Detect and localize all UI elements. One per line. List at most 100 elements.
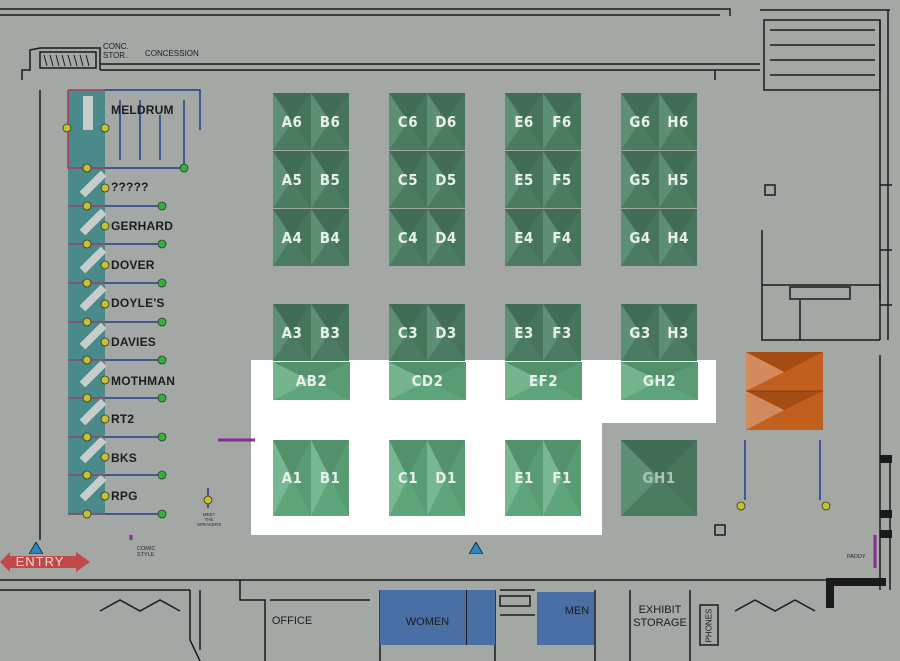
booth-shape-b5	[311, 151, 349, 208]
booth-b3[interactable]: B3	[311, 304, 349, 361]
booth-a6[interactable]: A6	[273, 93, 311, 150]
booth-shape-ab2	[273, 362, 350, 400]
booth-ab2[interactable]: AB2	[273, 362, 350, 400]
vendor-label-davies[interactable]: DAVIES	[111, 335, 156, 349]
booth-label-c6: C6	[397, 112, 419, 131]
booth-c4[interactable]: C4	[389, 209, 427, 266]
booth-b6[interactable]: B6	[311, 93, 349, 150]
booth-a1[interactable]: A1	[273, 440, 311, 516]
booth-c6[interactable]: C6	[389, 93, 427, 150]
booth-shape-gh1	[621, 440, 697, 516]
booth-label-g5: G5	[629, 170, 651, 189]
booth-label-e3: E3	[514, 323, 534, 342]
booth-shape-gh2	[621, 362, 698, 400]
office-label: OFFICE	[271, 615, 313, 627]
booth-label-gh1: GH1	[642, 469, 676, 487]
vendor-label-bks[interactable]: BKS	[111, 451, 137, 465]
booth-label-e5: E5	[514, 170, 534, 189]
booth-label-cd2: CD2	[411, 372, 444, 390]
booth-label-c4: C4	[397, 228, 419, 247]
booth-shape-d4	[427, 209, 465, 266]
phones-label: PHONES	[704, 608, 714, 643]
booth-shape-e4	[505, 209, 543, 266]
booth-shape-d1	[427, 440, 465, 516]
booth-e6[interactable]: E6	[505, 93, 543, 150]
booth-label-ef2: EF2	[528, 372, 559, 390]
booth-shape-c5	[389, 151, 427, 208]
booth-label-f4: F4	[552, 228, 572, 247]
booth-f5[interactable]: F5	[543, 151, 581, 208]
booth-shape-a4	[273, 209, 311, 266]
booth-shape-h4	[659, 209, 697, 266]
booth-e3[interactable]: E3	[505, 304, 543, 361]
booth-a5[interactable]: A5	[273, 151, 311, 208]
booth-g3[interactable]: G3	[621, 304, 659, 361]
orange-booth[interactable]	[746, 352, 823, 430]
booth-label-e4: E4	[514, 228, 534, 247]
vendor-label-rt2[interactable]: RT2	[111, 412, 135, 426]
booth-shape-g3	[621, 304, 659, 361]
booth-h4[interactable]: H4	[659, 209, 697, 266]
booth-d6[interactable]: D6	[427, 93, 465, 150]
booth-d1[interactable]: D1	[427, 440, 465, 516]
booth-shape-f5	[543, 151, 581, 208]
booth-shape-c3	[389, 304, 427, 361]
vendor-label-gerhard[interactable]: GERHARD	[111, 219, 174, 233]
mens-restroom[interactable]	[537, 592, 594, 645]
booth-c3[interactable]: C3	[389, 304, 427, 361]
booth-label-b4: B4	[319, 228, 341, 247]
entry-arrow[interactable]	[0, 550, 92, 574]
booth-label-c1: C1	[397, 469, 419, 487]
booth-label-g4: G4	[629, 228, 651, 247]
booth-gh1[interactable]: GH1	[621, 440, 697, 516]
booth-f6[interactable]: F6	[543, 93, 581, 150]
vendor-label-meldrum[interactable]: MELDRUM	[111, 103, 174, 117]
booth-label-f1: F1	[552, 469, 572, 487]
men-label: MEN	[564, 605, 590, 617]
booth-label-d6: D6	[435, 112, 457, 131]
booth-g4[interactable]: G4	[621, 209, 659, 266]
booth-gh2[interactable]: GH2	[621, 362, 698, 400]
booth-shape-g4	[621, 209, 659, 266]
booth-h6[interactable]: H6	[659, 93, 697, 150]
booth-b1[interactable]: B1	[311, 440, 349, 516]
booth-f1[interactable]: F1	[543, 440, 581, 516]
vendor-label-mothman[interactable]: MOTHMAN	[111, 374, 176, 388]
booth-f3[interactable]: F3	[543, 304, 581, 361]
booth-shape-b6	[311, 93, 349, 150]
booth-d3[interactable]: D3	[427, 304, 465, 361]
booth-shape-c1	[389, 440, 427, 516]
booth-a3[interactable]: A3	[273, 304, 311, 361]
booth-c1[interactable]: C1	[389, 440, 427, 516]
booth-g6[interactable]: G6	[621, 93, 659, 150]
booth-g5[interactable]: G5	[621, 151, 659, 208]
booth-d4[interactable]: D4	[427, 209, 465, 266]
booth-d5[interactable]: D5	[427, 151, 465, 208]
vendor-label-rpg[interactable]: RPG	[111, 489, 138, 503]
vendor-label-doyles[interactable]: DOYLE'S	[111, 296, 165, 310]
vendor-label-dover[interactable]: DOVER	[111, 258, 155, 272]
booth-ef2[interactable]: EF2	[505, 362, 582, 400]
booth-a4[interactable]: A4	[273, 209, 311, 266]
booth-shape-cd2	[389, 362, 466, 400]
entry-label[interactable]: ENTRY	[15, 554, 65, 569]
booth-f4[interactable]: F4	[543, 209, 581, 266]
booth-shape-f3	[543, 304, 581, 361]
booth-h3[interactable]: H3	[659, 304, 697, 361]
booth-e5[interactable]: E5	[505, 151, 543, 208]
booth-h5[interactable]: H5	[659, 151, 697, 208]
booth-e1[interactable]: E1	[505, 440, 543, 516]
booth-b4[interactable]: B4	[311, 209, 349, 266]
booth-e4[interactable]: E4	[505, 209, 543, 266]
booth-label-b1: B1	[319, 469, 341, 487]
booth-cd2[interactable]: CD2	[389, 362, 466, 400]
booth-c5[interactable]: C5	[389, 151, 427, 208]
booth-label-h4: H4	[667, 228, 689, 247]
booth-label-c3: C3	[397, 323, 419, 342]
booth-b5[interactable]: B5	[311, 151, 349, 208]
exhibit-storage-label: EXHIBIT STORAGE	[633, 604, 687, 629]
booth-label-a6: A6	[281, 112, 303, 131]
vendor-label-unknown[interactable]: ?????	[111, 180, 149, 194]
